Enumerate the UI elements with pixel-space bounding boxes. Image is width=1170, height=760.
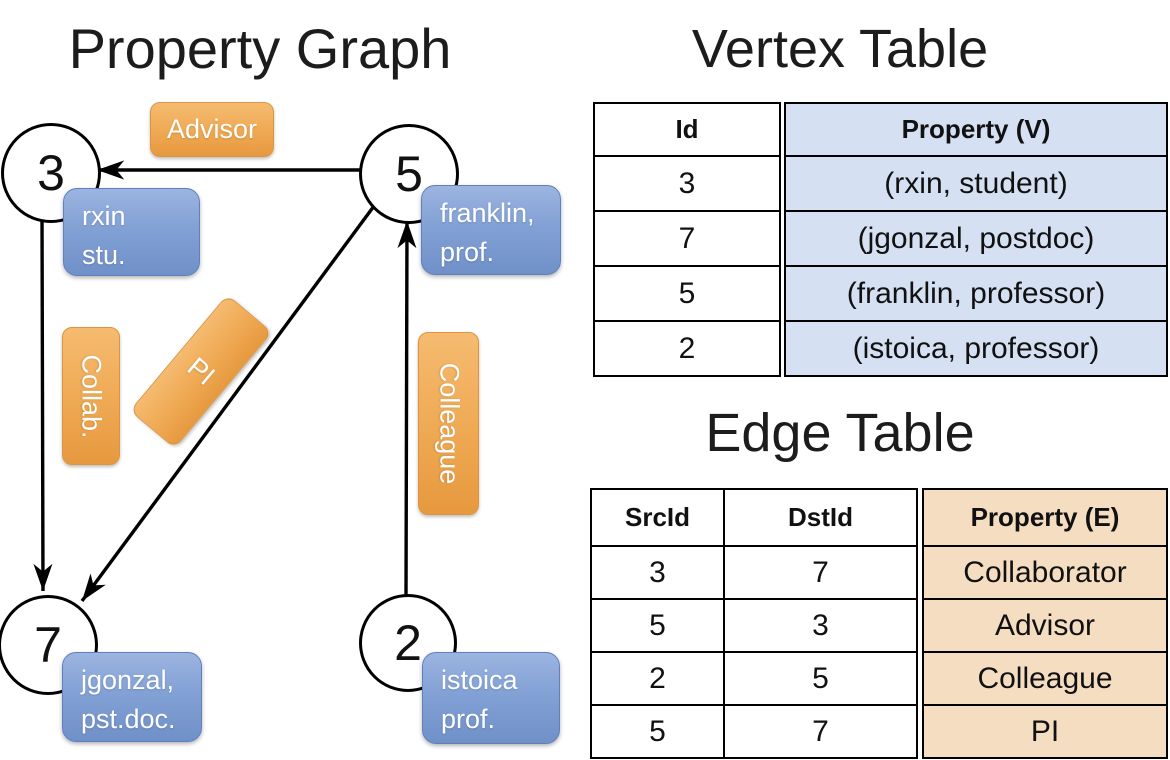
vertex-table-id-column: Id 3 7 5 2 bbox=[593, 102, 781, 377]
graph-node-2: 2 bbox=[359, 594, 457, 692]
node-id-label: 3 bbox=[37, 145, 65, 201]
vertex-table-title: Vertex Table bbox=[691, 19, 989, 79]
vertex-table-cell: 7 bbox=[593, 210, 781, 267]
edge-table-property-header: Property (E) bbox=[922, 488, 1168, 547]
vertex-box-line: franklin, bbox=[440, 198, 535, 228]
edge-label-text: PI bbox=[181, 351, 221, 391]
vertex-box-line: rxin bbox=[82, 201, 126, 231]
edge-label-advisor: Advisor bbox=[150, 102, 274, 157]
edge-table-cell: 2 bbox=[590, 651, 725, 706]
graph-edges-canvas bbox=[33, 160, 417, 603]
node-id-label: 5 bbox=[395, 146, 423, 202]
edge-label-colleague: Colleague bbox=[418, 332, 479, 515]
vertex-box-line: stu. bbox=[82, 240, 126, 271]
edge-5-to-7 bbox=[80, 204, 376, 603]
edge-table-cell: PI bbox=[922, 704, 1168, 759]
edge-table-cell: 5 bbox=[723, 651, 918, 706]
vertex-box-line: pst.doc. bbox=[81, 704, 176, 735]
vertex-box-line: prof. bbox=[441, 704, 496, 735]
property-graph-title: Property Graph bbox=[68, 17, 452, 80]
vertex-table-cell: (jgonzal, postdoc) bbox=[784, 210, 1168, 267]
edge-3-to-7 bbox=[33, 212, 53, 592]
vertex-table-cell: (istoica, professor) bbox=[784, 320, 1168, 377]
edge-table-cell: Advisor bbox=[922, 598, 1168, 653]
vertex-table-cell: 2 bbox=[593, 320, 781, 377]
edge-label-collab: Collab. bbox=[62, 327, 120, 465]
edge-table-dst-header: DstId bbox=[723, 488, 918, 547]
vertex-property-box-istoica: istoica prof. bbox=[422, 652, 560, 744]
vertex-box-line: jgonzal, bbox=[81, 665, 175, 695]
vertex-box-line: istoica bbox=[441, 665, 518, 695]
edge-table-cell: Colleague bbox=[922, 651, 1168, 706]
edge-table-cell: 3 bbox=[723, 598, 918, 653]
vertex-table-cell: 5 bbox=[593, 265, 781, 322]
vertex-table-property-column: Property (V) (rxin, student) (jgonzal, p… bbox=[784, 102, 1168, 377]
vertex-table-id-header: Id bbox=[593, 102, 781, 157]
vertex-table-property-header: Property (V) bbox=[784, 102, 1168, 157]
edge-table-cell: 5 bbox=[590, 598, 725, 653]
edge-table-cell: Collaborator bbox=[922, 545, 1168, 600]
vertex-table-cell: (franklin, professor) bbox=[784, 265, 1168, 322]
edge-table-property-column: Property (E) Collaborator Advisor Collea… bbox=[922, 488, 1168, 759]
vertex-table-cell: (rxin, student) bbox=[784, 155, 1168, 212]
edge-table-cell: 5 bbox=[590, 704, 725, 759]
vertex-box-line: prof. bbox=[440, 237, 495, 268]
vertex-table-cell: 3 bbox=[593, 155, 781, 212]
edge-table-id-columns: SrcId DstId 3 7 5 3 2 5 5 7 bbox=[590, 488, 918, 759]
edge-2-to-5 bbox=[397, 220, 417, 596]
node-id-label: 7 bbox=[34, 617, 62, 673]
edge-table-src-header: SrcId bbox=[590, 488, 725, 547]
vertex-property-box-jgonzal: jgonzal, pst.doc. bbox=[62, 652, 202, 742]
edge-label-text: Colleague bbox=[434, 362, 464, 485]
edge-label-text: Advisor bbox=[166, 114, 258, 144]
edge-table-title: Edge Table bbox=[705, 403, 975, 463]
vertex-property-box-franklin: franklin, prof. bbox=[421, 185, 561, 275]
edge-table-cell: 7 bbox=[723, 545, 918, 600]
edge-label-text: Collab. bbox=[76, 353, 107, 439]
node-id-label: 2 bbox=[394, 615, 422, 671]
edge-table-cell: 7 bbox=[723, 704, 918, 759]
edge-table-cell: 3 bbox=[590, 545, 725, 600]
vertex-property-box-rxin: rxin stu. bbox=[63, 188, 200, 276]
